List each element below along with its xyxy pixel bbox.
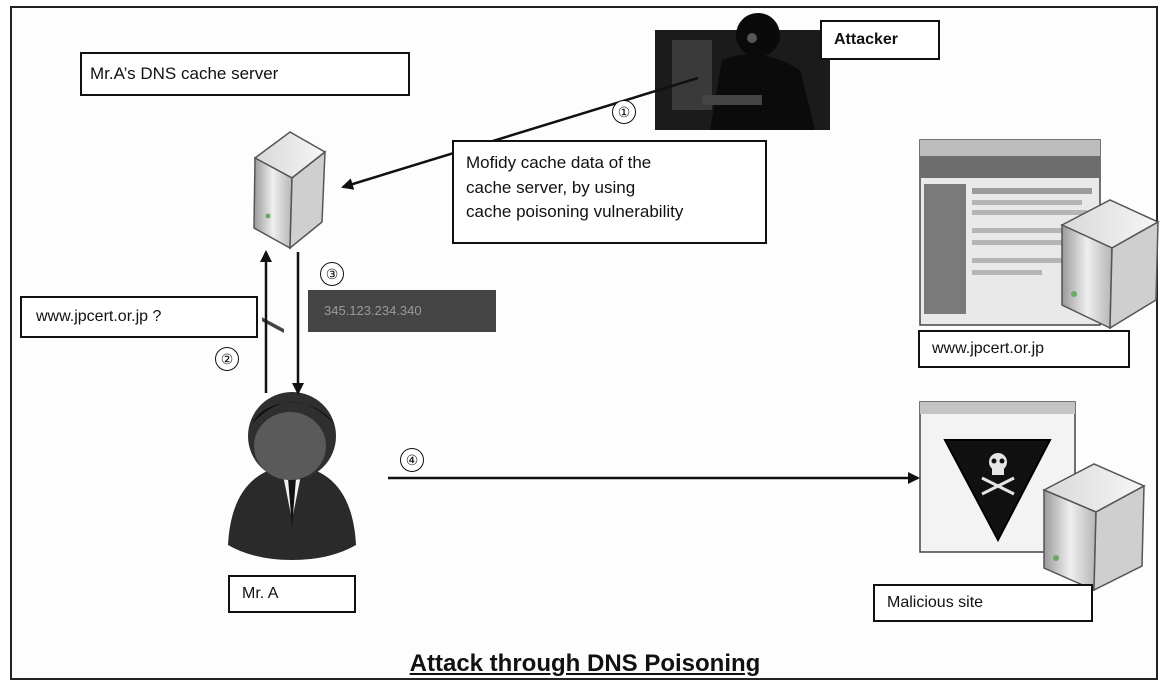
malicious-website-icon (919, 401, 1076, 553)
skull-icon (981, 453, 1015, 496)
legit-site-label: www.jpcert.or.jp (918, 330, 1130, 368)
modify-cache-line-1: Mofidy cache data of the (466, 153, 652, 172)
cache-server-label: Mr.A’s DNS cache server (80, 52, 410, 96)
legit-website-icon (919, 139, 1101, 326)
user-icon (228, 392, 356, 560)
query-label: www.jpcert.or.jp ? (20, 296, 258, 338)
arrow-attacker-to-server (341, 76, 699, 190)
attacker-label: Attacker (820, 20, 940, 60)
legit-server-icon (1060, 199, 1160, 330)
modify-cache-line-3: cache poisoning vulnerability (466, 202, 684, 222)
malicious-server-icon (1042, 463, 1146, 592)
attacker-icon (655, 13, 830, 130)
modify-cache-line-2: cache server, by using (466, 177, 636, 197)
modify-cache-label: Mofidy cache data of the cache server, b… (452, 140, 767, 244)
user-label: Mr. A (228, 575, 356, 613)
step-3-badge: ③ (320, 262, 344, 286)
fake-ip-response: 345.123.234.340 (308, 290, 496, 332)
diagram-title: Attack through DNS Poisoning (409, 650, 761, 677)
step-2-badge: ② (215, 347, 239, 371)
step-1-badge: ① (612, 100, 636, 124)
step-4-badge: ④ (400, 448, 424, 472)
dns-server-icon (253, 131, 327, 334)
malicious-site-label: Malicious site (873, 584, 1093, 622)
